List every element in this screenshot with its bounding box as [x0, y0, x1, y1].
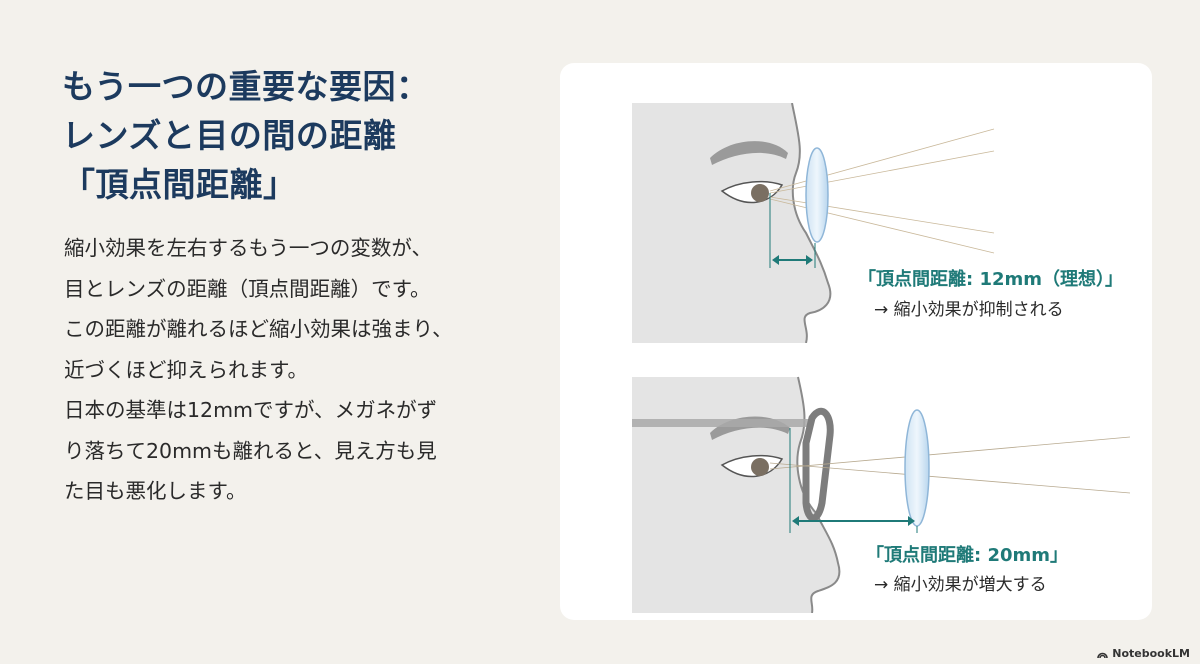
distance-label-bottom: 「頂点間距離: 20mm」 — [866, 545, 1069, 566]
distance-arrow-bottom — [789, 428, 918, 533]
body-line: 近づくほど抑えられます。 — [64, 357, 308, 382]
body-line: この距離が離れるほど縮小効果は強まり、 — [64, 317, 453, 341]
body-line: 日本の基準は12mmですが、メガネがず — [64, 398, 438, 422]
body-line: た目も悪化します。 — [64, 479, 247, 503]
light-rays-bottom — [769, 436, 1131, 494]
distance-label-top: 「頂点間距離: 12mm（理想）」 — [858, 269, 1124, 290]
slide-title: もう一つの重要な要因： レンズと目の間の距離 「頂点間距離」 — [62, 62, 430, 209]
effect-label-top: → 縮小効果が抑制される — [874, 300, 1064, 320]
effect-label-bottom: → 縮小効果が増大する — [874, 575, 1047, 595]
title-line: もう一つの重要な要因： — [62, 67, 430, 106]
body-line: り落ちて20mmも離れると、見え方も見 — [64, 438, 437, 463]
glasses-temple — [632, 419, 812, 427]
slide-body: 縮小効果を左右するもう一つの変数が、 目とレンズの距離（頂点間距離）です。 この… — [64, 228, 453, 512]
brand-name: NotebookLM — [1112, 647, 1190, 660]
title-line: レンズと目の間の距離 — [62, 116, 397, 155]
lens-top — [805, 147, 829, 243]
lens-bottom — [904, 409, 930, 527]
body-line: 縮小効果を左右するもう一つの変数が、 — [64, 236, 432, 260]
vertex-distance-illustration — [632, 103, 1131, 613]
glasses-frame — [802, 408, 834, 522]
title-line: 「頂点間距離」 — [62, 165, 297, 204]
distance-arrow-top — [769, 193, 816, 268]
face-top — [632, 103, 832, 343]
notebooklm-logo-icon — [1097, 652, 1109, 658]
brand-watermark: NotebookLM — [1097, 647, 1190, 660]
illustration-card: 「頂点間距離: 12mm（理想）」 → 縮小効果が抑制される 「頂点間距離: 2… — [560, 63, 1152, 620]
body-line: 目とレンズの距離（頂点間距離）です。 — [64, 276, 431, 301]
